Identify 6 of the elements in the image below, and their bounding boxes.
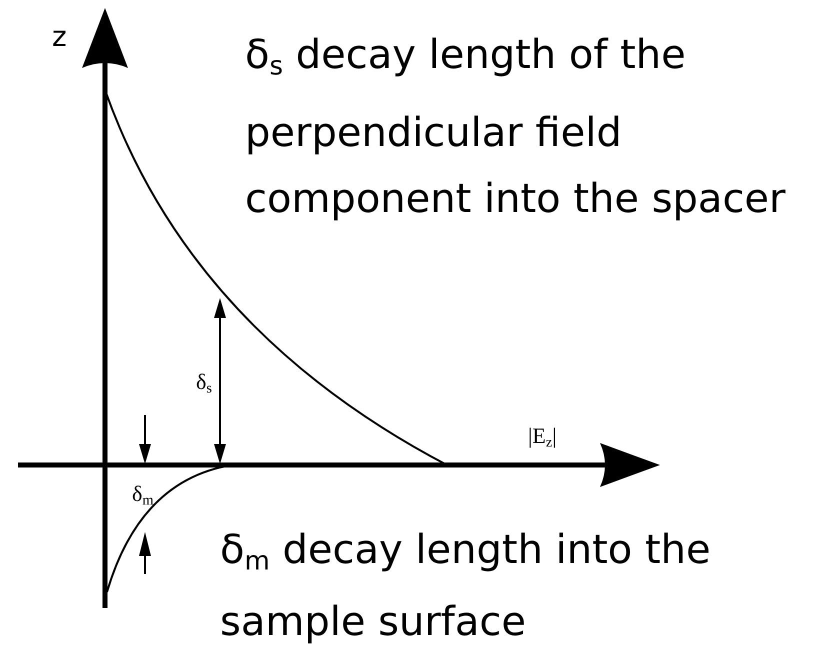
axis-label: z [52,20,68,54]
annotation-text: δ$_{m}$ decay length into the sample surface [220,526,712,646]
axis-label: |E$_{z}$| [528,422,558,453]
dimension-label: δ$_{s}$ [196,368,213,399]
annotation-text: δ$_{s}$ decay length of the perpendicular field component into the spacer [245,31,786,224]
dimension-label: δ$_{m}$ [132,480,154,511]
